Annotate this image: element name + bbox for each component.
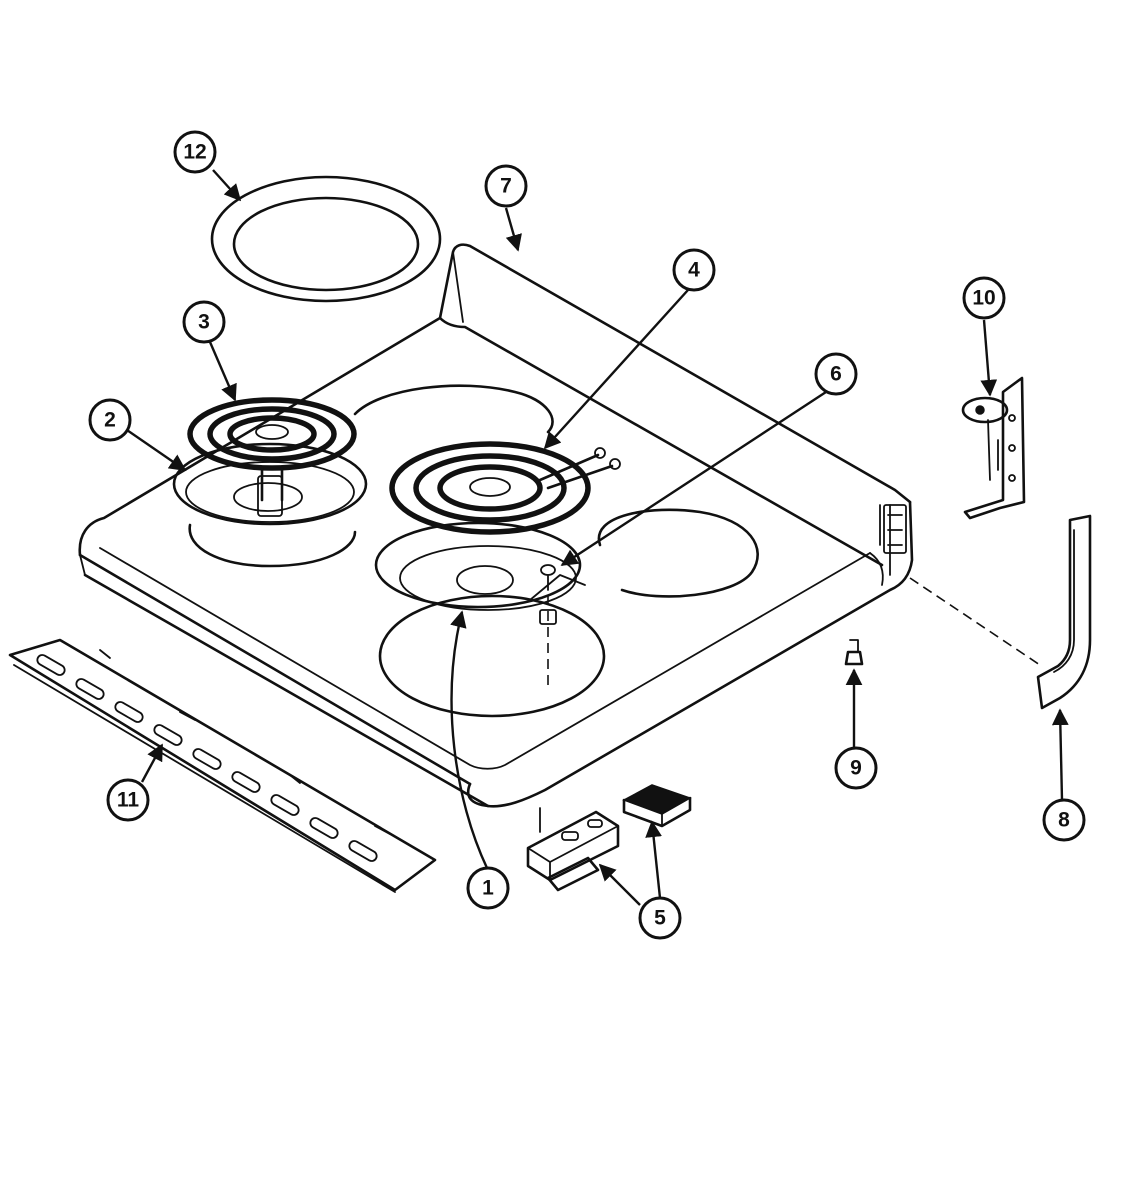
cooktop-main-top-panel <box>78 243 914 808</box>
svg-text:7: 7 <box>500 175 512 198</box>
callout-2: 2 <box>88 398 132 442</box>
svg-text:9: 9 <box>850 757 862 780</box>
callout-8: 8 <box>1042 798 1086 842</box>
receptacle-block-5 <box>526 807 620 892</box>
svg-text:2: 2 <box>104 409 116 432</box>
svg-text:4: 4 <box>688 259 700 282</box>
alignment-line <box>909 577 1041 666</box>
svg-text:8: 8 <box>1058 809 1070 832</box>
small-coil-element-3 <box>187 397 357 502</box>
hinge-bracket-10 <box>961 376 1026 520</box>
side-trim-8 <box>1036 514 1092 710</box>
callouts: 12 7 4 3 6 2 10 9 <box>88 130 1086 940</box>
large-drip-pan-1 <box>374 521 586 611</box>
vent-slots <box>36 654 378 862</box>
burner-openings <box>188 384 759 718</box>
svg-text:1: 1 <box>482 877 494 900</box>
vent-strip-11 <box>8 638 437 893</box>
svg-text:10: 10 <box>972 287 995 310</box>
callout-10: 10 <box>962 276 1006 320</box>
callout-9: 9 <box>834 746 878 790</box>
svg-text:3: 3 <box>198 311 210 334</box>
screw-6 <box>539 564 557 690</box>
clip-9 <box>844 639 864 666</box>
large-coil-element-4 <box>389 441 621 535</box>
trim-ring-12 <box>210 175 442 303</box>
callout-12: 12 <box>173 130 217 174</box>
svg-text:5: 5 <box>654 907 666 930</box>
svg-text:6: 6 <box>830 363 842 386</box>
callout-6: 6 <box>814 352 858 396</box>
terminal-cover-5 <box>622 784 692 828</box>
callout-11: 11 <box>106 778 150 822</box>
svg-text:11: 11 <box>117 789 140 812</box>
svg-text:12: 12 <box>183 141 206 164</box>
callout-4: 4 <box>672 248 716 292</box>
callout-3: 3 <box>182 300 226 344</box>
leader-lines <box>123 169 1069 906</box>
callout-5: 5 <box>638 896 682 940</box>
small-drip-pan-2 <box>172 442 368 526</box>
callout-1: 1 <box>466 866 510 910</box>
callout-7: 7 <box>484 164 528 208</box>
